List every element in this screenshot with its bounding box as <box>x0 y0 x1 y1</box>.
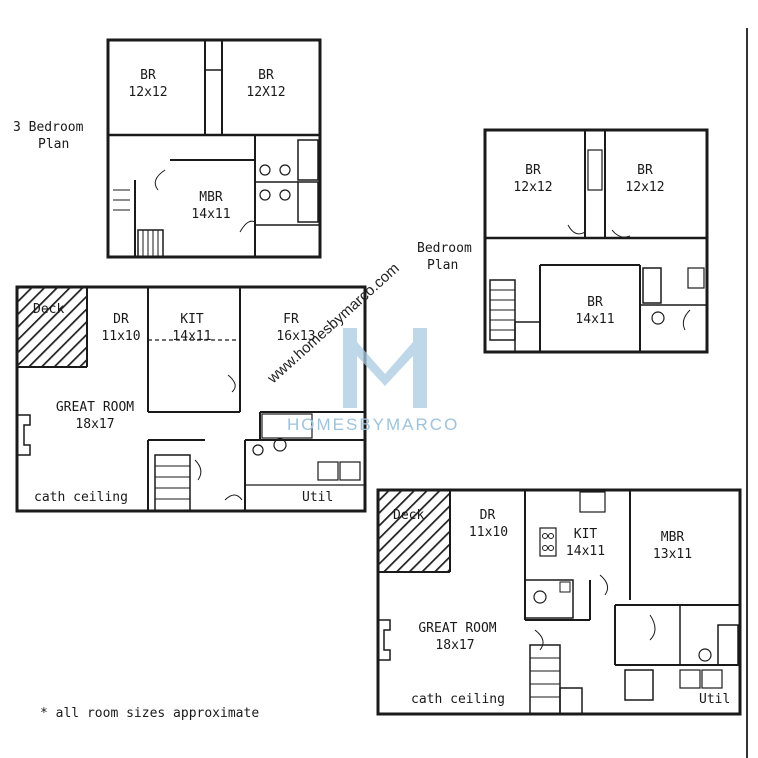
toilet <box>259 189 271 201</box>
room-name: Deck <box>393 508 425 523</box>
sink <box>252 444 264 456</box>
room-name: KIT <box>573 527 598 542</box>
bath-fixture <box>261 413 313 439</box>
room-size: 16x13 <box>276 329 316 344</box>
deck-hatch <box>17 287 87 367</box>
plan-caption-4br-line2: Plan <box>427 258 459 273</box>
homesbymarco-logo-icon <box>343 328 427 408</box>
room-size: 14x11 <box>575 312 615 327</box>
bathtub <box>297 181 319 223</box>
stair <box>154 454 191 512</box>
stair <box>529 644 561 715</box>
bathtub <box>717 624 739 666</box>
upper-3br-outline <box>106 38 322 259</box>
room-size: 11x10 <box>468 525 509 540</box>
room-size: 12x12 <box>513 180 553 195</box>
room-name: Deck <box>33 302 65 317</box>
room-size: 12x12 <box>128 85 168 100</box>
plan-3br-lower <box>15 285 367 513</box>
room-name: MBR <box>660 530 685 545</box>
room-size: 13x11 <box>652 547 693 562</box>
sink <box>559 581 571 593</box>
deck-hatch <box>378 490 450 572</box>
stair <box>137 229 164 258</box>
room-name: BR <box>587 295 603 310</box>
door-swing <box>649 614 656 641</box>
room-name: Util <box>699 692 731 707</box>
room-name: KIT <box>180 312 204 327</box>
plan-4br-upper <box>483 128 709 354</box>
plan-4br-lower <box>376 488 742 716</box>
door-swing <box>227 374 236 393</box>
closet <box>587 149 603 191</box>
range <box>539 527 557 557</box>
room-name: MBR <box>199 190 223 205</box>
door-swing <box>567 224 586 235</box>
door-swing <box>611 229 631 238</box>
room-size: 12X12 <box>246 85 286 100</box>
room-size: 18x17 <box>435 638 475 653</box>
plan-caption-3br-line2: Plan <box>38 137 70 152</box>
window-bay <box>579 491 606 513</box>
door-swing <box>224 494 243 501</box>
fireplace <box>17 414 31 456</box>
stair <box>559 687 583 715</box>
toilet <box>259 164 271 176</box>
bathtub <box>297 139 319 181</box>
room-size: 12x12 <box>625 180 665 195</box>
door-swing <box>194 459 202 481</box>
kitchen-counter <box>524 579 574 619</box>
toilet <box>533 590 547 604</box>
room-name: DR <box>113 312 129 327</box>
room-note: cath ceiling <box>411 692 505 707</box>
room-name: FR <box>283 312 299 327</box>
room-name: BR <box>258 68 274 83</box>
room-size: 11x10 <box>101 329 141 344</box>
door-swing <box>599 574 609 596</box>
plan-3br-upper <box>106 38 322 259</box>
washer <box>317 461 339 481</box>
door-swing <box>534 629 544 651</box>
closet <box>204 69 223 136</box>
watermark-brand: HOMESBYMARCO <box>287 415 460 434</box>
room-size: 18x17 <box>75 417 115 432</box>
room-name: GREAT ROOM <box>55 400 135 415</box>
door-swing <box>154 169 166 191</box>
room-size: 14x11 <box>172 329 212 344</box>
room-size: 14x11 <box>565 544 606 559</box>
toilet <box>279 189 291 201</box>
toilet <box>279 164 291 176</box>
room-size: 14x11 <box>191 207 231 222</box>
bathtub <box>642 267 662 304</box>
closet <box>624 669 654 701</box>
room-name: GREAT ROOM <box>418 621 497 636</box>
toilet <box>273 438 287 452</box>
room-name: BR <box>525 163 541 178</box>
door-swing <box>682 309 691 331</box>
sink <box>687 267 705 289</box>
lower-3br-outline <box>15 285 367 513</box>
fireplace <box>378 619 391 661</box>
plan-caption-4br-line1: Bedroom <box>417 241 472 256</box>
upper-4br-outline <box>483 128 709 354</box>
footnote: * all room sizes approximate <box>40 706 260 721</box>
washer <box>679 669 701 689</box>
dryer <box>339 461 361 481</box>
door-swing <box>239 220 256 233</box>
room-name: BR <box>637 163 653 178</box>
room-note: cath ceiling <box>34 490 128 505</box>
plan-caption-3br-line1: 3 Bedroom <box>13 120 84 135</box>
toilet <box>698 648 712 662</box>
room-name: BR <box>140 68 156 83</box>
room-name: DR <box>479 508 496 523</box>
room-name: Util <box>302 490 334 505</box>
dryer <box>701 669 723 689</box>
stair <box>514 321 541 353</box>
toilet <box>651 311 665 325</box>
